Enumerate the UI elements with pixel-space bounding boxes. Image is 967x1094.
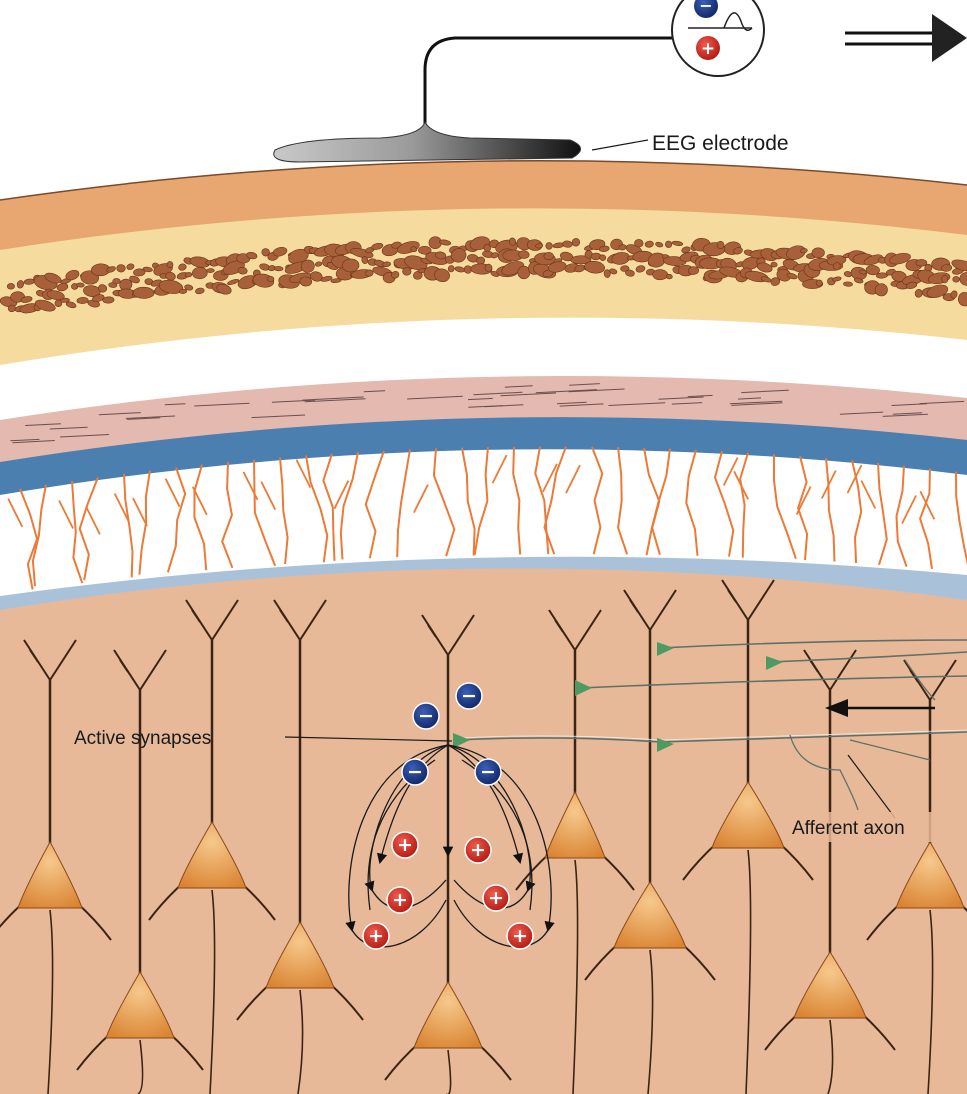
bone-nodule bbox=[267, 276, 274, 281]
eeg-electrode bbox=[274, 122, 581, 162]
negative-ion: − bbox=[402, 759, 428, 785]
positive-sign: + bbox=[392, 889, 408, 911]
electrode-wire bbox=[425, 38, 700, 140]
positive-ion: + bbox=[363, 923, 389, 949]
electrode-leader-line bbox=[592, 140, 648, 150]
bone-nodule bbox=[843, 282, 852, 287]
waveform-recorder-icon: − + bbox=[672, 0, 764, 76]
positive-ion: + bbox=[387, 887, 413, 913]
negative-sign: − bbox=[407, 761, 423, 783]
bone-nodule bbox=[402, 267, 411, 275]
bone-nodule bbox=[812, 248, 825, 258]
bone-nodule bbox=[544, 252, 554, 260]
bone-nodule bbox=[76, 283, 84, 288]
bone-nodule bbox=[771, 262, 778, 268]
positive-sign: + bbox=[397, 834, 413, 856]
negative-sign: − bbox=[418, 705, 434, 727]
negative-ion: − bbox=[456, 683, 482, 709]
bone-nodule bbox=[717, 241, 725, 249]
bone-nodule bbox=[666, 274, 673, 279]
bone-nodule bbox=[274, 266, 283, 271]
bone-nodule bbox=[942, 275, 949, 283]
negative-sign: − bbox=[480, 761, 496, 783]
positive-ion: + bbox=[483, 885, 509, 911]
bone-nodule bbox=[665, 241, 672, 248]
bone-nodule bbox=[7, 283, 14, 289]
bone-nodule bbox=[484, 264, 492, 272]
negative-sign: − bbox=[461, 685, 477, 707]
bone-nodule bbox=[113, 278, 121, 284]
negative-ion: − bbox=[413, 703, 439, 729]
bone-nodule bbox=[185, 272, 192, 277]
synapses-label: Active synapses bbox=[74, 728, 211, 749]
electrode-label: EEG electrode bbox=[652, 132, 789, 155]
recorder-negative-sign: − bbox=[699, 0, 712, 15]
positive-sign: + bbox=[488, 887, 504, 909]
bone-nodule bbox=[916, 259, 927, 266]
recorder-positive-sign: + bbox=[701, 39, 715, 59]
bone-nodule bbox=[953, 276, 960, 282]
bone-nodule bbox=[133, 287, 154, 299]
positive-sign: + bbox=[470, 839, 486, 861]
bone-nodule bbox=[207, 268, 215, 272]
positive-ion: + bbox=[465, 837, 491, 863]
positive-sign: + bbox=[368, 925, 384, 947]
negative-ion: − bbox=[475, 759, 501, 785]
bone-nodule bbox=[833, 262, 841, 270]
bone-nodule bbox=[117, 264, 126, 272]
positive-sign: + bbox=[512, 925, 528, 947]
positive-ion: + bbox=[507, 923, 533, 949]
positive-ion: + bbox=[392, 832, 418, 858]
axon-label: Afferent axon bbox=[792, 818, 905, 839]
bone-nodule bbox=[653, 269, 668, 279]
arrow-right-icon bbox=[845, 14, 967, 62]
